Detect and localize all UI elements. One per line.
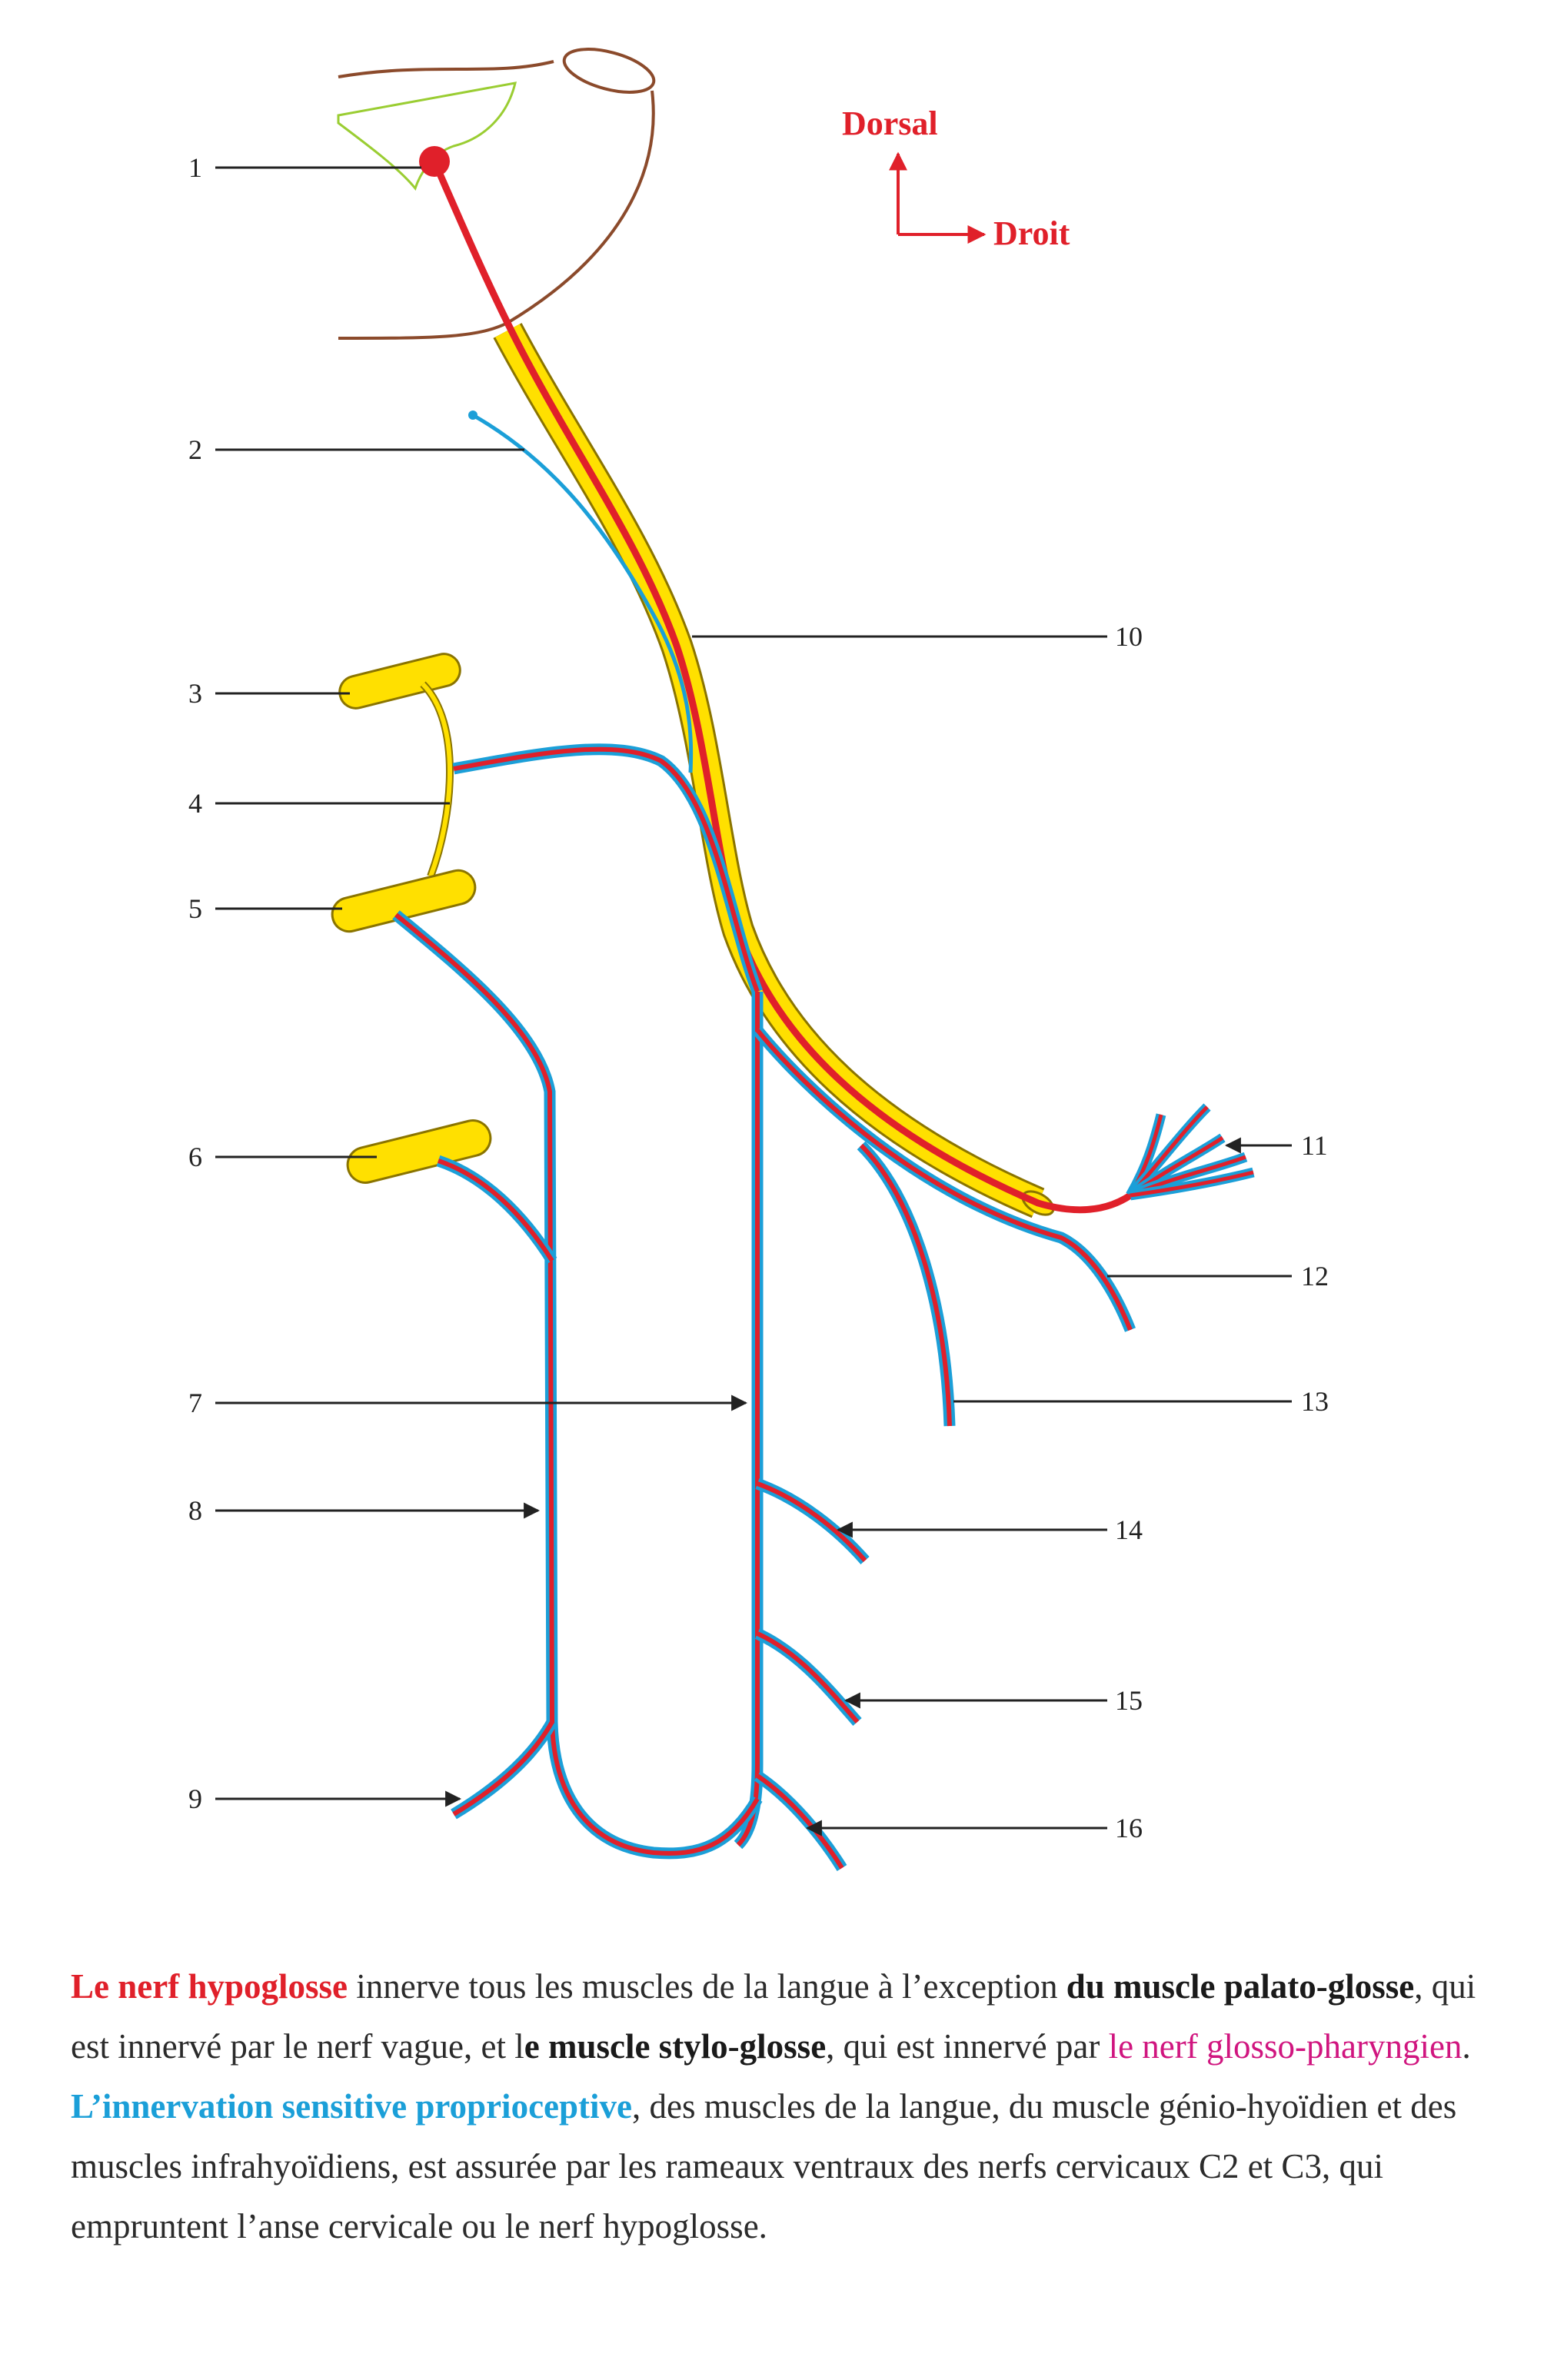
orientation-dorsal-label: Dorsal [842, 105, 938, 142]
c1-c2-loop [420, 681, 454, 878]
hypoglossal-nerve-diagram: Dorsal Droit 1 2 3 4 5 6 7 8 9 10 11 12 … [188, 48, 1329, 1871]
c1-branch-to-hypoglossal [453, 746, 760, 993]
caption-paragraph-2: L’innervation sensitive proprioceptive, … [71, 2076, 1486, 2256]
label-15: 15 [1115, 1685, 1143, 1716]
orientation-indicator: Dorsal Droit [842, 105, 1070, 252]
caption-text: , qui est innervé par [826, 2027, 1109, 2066]
superior-root-ansa [734, 992, 764, 1850]
label-6: 6 [188, 1142, 202, 1172]
label-9: 9 [188, 1783, 202, 1814]
meningeal-branch-end [468, 411, 478, 420]
meningeal-branch [471, 413, 694, 773]
inferior-root-ansa [392, 910, 763, 1860]
branch-12 [755, 1029, 1133, 1331]
caption: Le nerf hypoglosse innerve tous les musc… [71, 1956, 1486, 2256]
caption-text: , des muscles de la langue, du muscle gé… [71, 2087, 1457, 2245]
label-10: 10 [1115, 621, 1143, 652]
label-2: 2 [188, 434, 202, 465]
label-1: 1 [188, 152, 202, 183]
hypoglossal-nerve-main [431, 160, 1133, 1214]
label-4: 4 [188, 788, 202, 819]
label-11: 11 [1301, 1130, 1328, 1161]
label-13: 13 [1301, 1386, 1329, 1417]
orientation-right-label: Droit [993, 214, 1070, 252]
label-16: 16 [1115, 1813, 1143, 1843]
c3-root [346, 1119, 492, 1184]
lingual-terminal-branches [1126, 1103, 1255, 1201]
hypoglossal-nucleus [419, 146, 450, 177]
label-5: 5 [188, 893, 202, 924]
caption-hypoglossal-term: Le nerf hypoglosse [71, 1967, 348, 2006]
label-3: 3 [188, 678, 202, 709]
cervical-roots [331, 653, 492, 1184]
caption-text: , qui est innervé par le nerf vague, et … [71, 1967, 1476, 2066]
caption-text: innerve tous les muscles de la langue à … [348, 1967, 1066, 2006]
label-7: 7 [188, 1388, 202, 1418]
brainstem-outline [337, 48, 656, 340]
number-labels: 1 2 3 4 5 6 7 8 9 10 11 12 13 14 15 16 [188, 152, 1329, 1843]
branch-15 [756, 1631, 860, 1724]
branch-9 [452, 1720, 554, 1817]
caption-text: . [1462, 2027, 1471, 2066]
leader-lines [215, 166, 1292, 1837]
c1-root [338, 653, 461, 710]
label-12: 12 [1301, 1261, 1329, 1291]
caption-paragraph-1: Le nerf hypoglosse innerve tous les musc… [71, 1956, 1486, 2076]
branch-14 [756, 1481, 867, 1562]
branch-13 [859, 1143, 952, 1427]
caption-sensory-term: L’innervation sensitive proprioceptive [71, 2087, 632, 2126]
label-8: 8 [188, 1495, 202, 1526]
caption-styloglossus-term: e muscle stylo-glosse [524, 2027, 827, 2066]
caption-palatoglossus-term: du muscle palato-glosse [1066, 1967, 1415, 2006]
branch-16 [756, 1773, 844, 1870]
caption-glossopharyngeal-term: le nerf glosso-pharyngien [1108, 2027, 1462, 2066]
vessel-tube [493, 323, 1055, 1218]
label-14: 14 [1115, 1514, 1143, 1545]
